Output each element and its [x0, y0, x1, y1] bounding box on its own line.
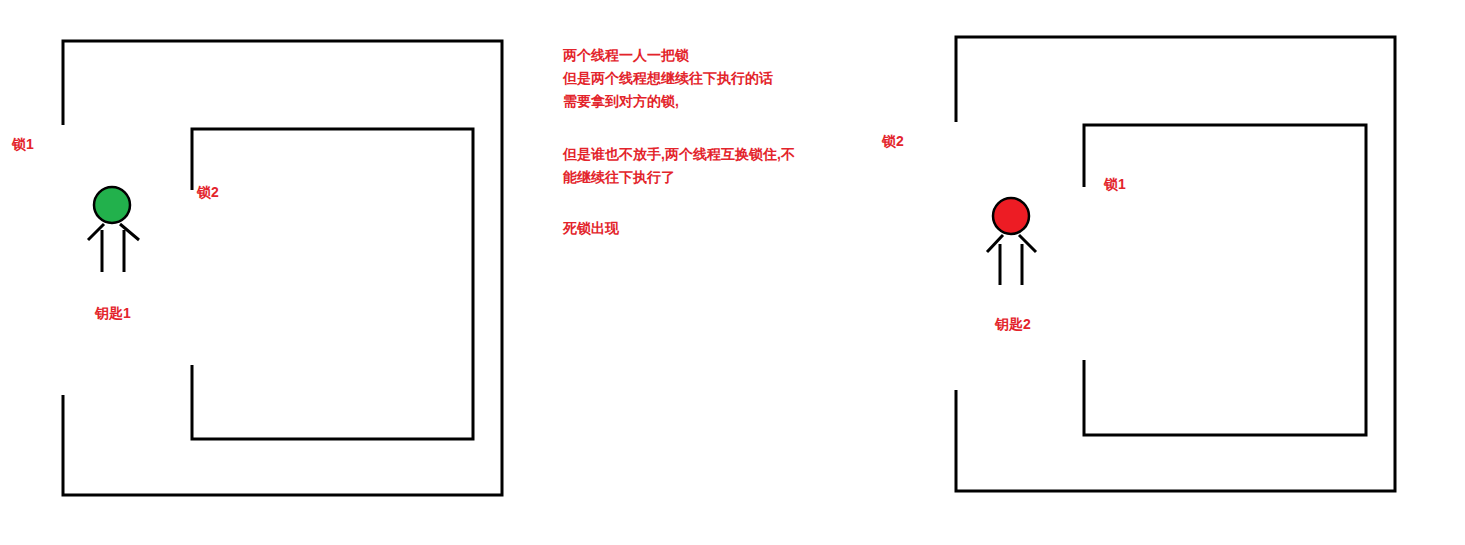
lock-label: 锁1	[12, 135, 34, 153]
stick-figure	[86, 185, 144, 325]
note-line: 但是谁也不放手,两个线程互换锁住,不	[563, 145, 795, 163]
lock-label: 锁2	[197, 183, 219, 201]
note-block: 两个线程一人一把锁但是两个线程想继续往下执行的话需要拿到对方的锁, 但是谁也不放手…	[563, 0, 799, 260]
stick-figure	[985, 196, 1043, 336]
lock-room: 锁1	[1084, 125, 1366, 435]
note-line: 两个线程一人一把锁	[563, 46, 689, 64]
key-label: 钥匙2	[995, 315, 1031, 333]
lock-room: 锁2锁1钥匙2	[956, 37, 1395, 491]
note-line: 能继续往下执行了	[563, 168, 675, 186]
thread-figure: 钥匙1	[86, 185, 144, 325]
lock-label: 锁1	[1104, 175, 1126, 193]
lock-room: 锁1锁2钥匙1	[63, 41, 502, 495]
room-outline	[192, 129, 473, 439]
room-outline	[1084, 125, 1366, 435]
room-outline	[63, 41, 502, 495]
lock-label: 锁2	[882, 132, 904, 150]
note-line: 但是两个线程想继续往下执行的话	[563, 69, 773, 87]
lock-room: 锁2	[192, 129, 473, 439]
key-label: 钥匙1	[95, 304, 131, 322]
thread-figure: 钥匙2	[985, 196, 1043, 336]
note-line: 死锁出现	[563, 219, 619, 237]
note-line: 需要拿到对方的锁,	[563, 92, 679, 110]
